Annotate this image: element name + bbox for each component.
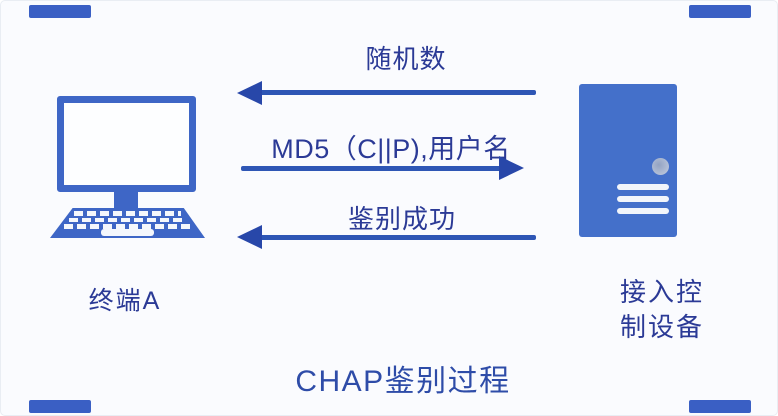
monitor-stand-icon (114, 191, 138, 209)
keyboard-keys-row (64, 224, 191, 229)
message-random-number-label: 随机数 (365, 44, 447, 74)
server-vent-bar (617, 208, 669, 214)
arrow-left-icon (237, 80, 262, 105)
terminal-label: 终端A (88, 287, 162, 315)
keyboard-keys-row (74, 211, 181, 216)
corner-decoration-top-right (689, 5, 751, 18)
access-controller-label-line1: 接入控 (619, 277, 704, 307)
corner-decoration-bottom-left (29, 400, 91, 413)
keyboard-spacebar (101, 229, 154, 236)
server-vent-bar (617, 196, 669, 202)
server-power-button-icon (652, 158, 669, 175)
keyboard-keys-row (69, 217, 186, 222)
diagram-title: CHAP鉴别过程 (295, 365, 511, 398)
message-md5-response-label: MD5（C||P),用户名 (271, 134, 511, 164)
server-vent-bar (617, 184, 669, 190)
access-controller-label: 接入控 制设备 (587, 275, 737, 345)
access-controller-label-line2: 制设备 (619, 312, 704, 342)
computer-monitor-icon (57, 96, 196, 192)
arrow-line-md5-response (241, 165, 502, 171)
arrow-line-auth-success (259, 234, 536, 240)
corner-decoration-top-left (29, 5, 91, 18)
message-auth-success-label: 鉴别成功 (347, 204, 456, 234)
corner-decoration-bottom-right (689, 400, 751, 413)
arrow-left-icon (237, 225, 262, 249)
arrow-right-icon (499, 155, 524, 180)
arrow-line-random-number (259, 90, 536, 95)
